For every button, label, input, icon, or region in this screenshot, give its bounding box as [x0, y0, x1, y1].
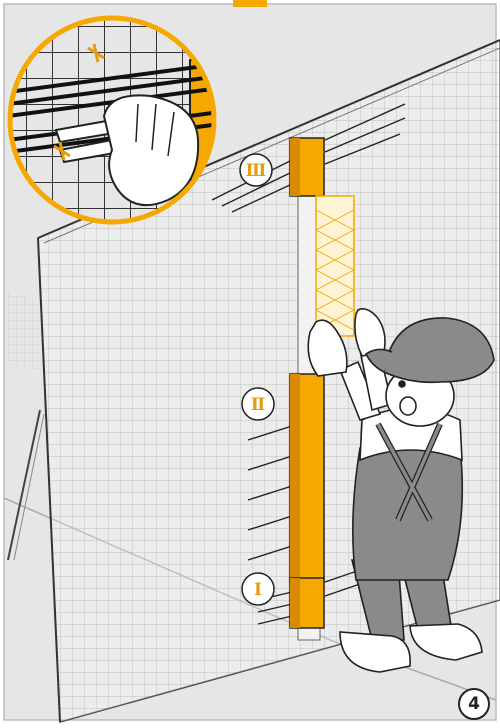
marker-III-label: Ⅲ	[246, 161, 267, 181]
marker-III: Ⅲ	[240, 154, 272, 186]
clamp-middle	[290, 374, 324, 582]
marker-I-label: Ⅰ	[254, 580, 262, 600]
marker-II: Ⅱ	[242, 388, 274, 420]
marker-I: Ⅰ	[242, 573, 274, 605]
clamp-bottom	[290, 578, 324, 628]
clamp-top	[290, 138, 324, 196]
background-mesh-left	[4, 290, 40, 370]
top-tab	[233, 0, 267, 7]
marker-II-label: Ⅱ	[251, 395, 265, 415]
clamp-ghost	[316, 196, 354, 336]
step-number-badge: 4	[458, 688, 490, 720]
